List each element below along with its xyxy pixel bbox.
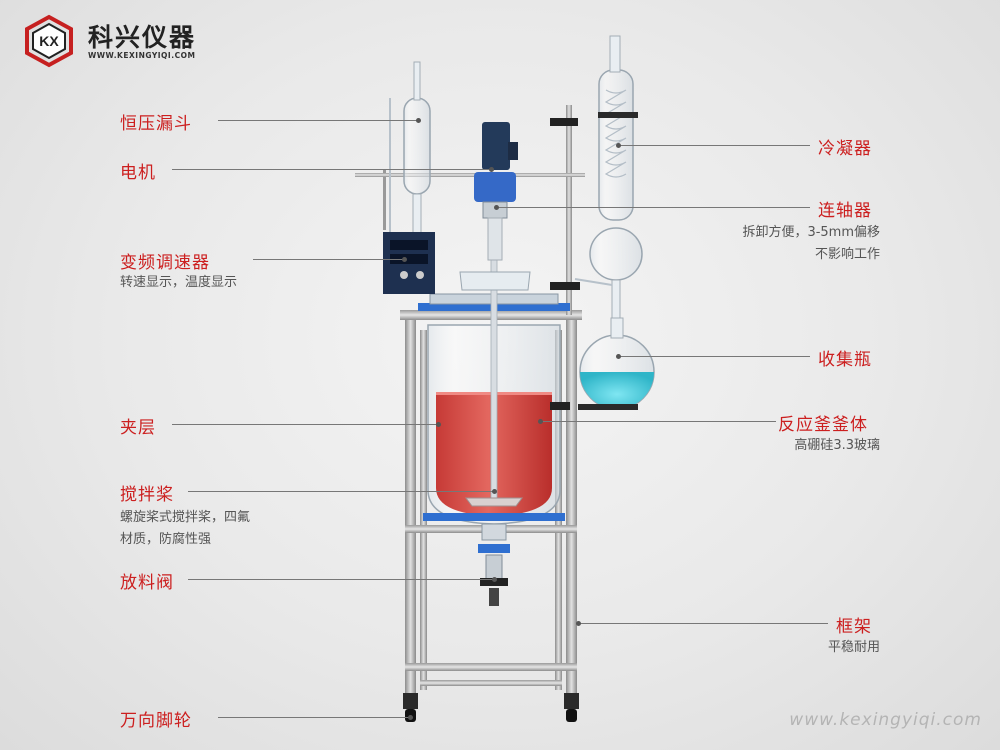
leader-flask — [618, 356, 810, 357]
stirrer-desc-line-1: 螺旋桨式搅拌桨，四氟 — [120, 510, 251, 525]
dot-wheels — [408, 715, 413, 720]
label-inverter-title: 变频调速器 — [120, 253, 210, 273]
coupling-desc-line-1: 拆卸方便，3-5mm偏移 — [742, 225, 880, 240]
leader-condenser — [618, 145, 810, 146]
dot-frame — [576, 621, 581, 626]
leader-coupling — [496, 207, 810, 208]
dot-condenser — [616, 143, 621, 148]
brand-name: 科兴仪器 — [88, 23, 197, 52]
leader-wheels — [218, 717, 410, 718]
leader-inverter — [253, 259, 405, 260]
vessel-desc-line-1: 高硼硅3.3玻璃 — [794, 438, 880, 453]
inverter-desc-line-1: 转速显示，温度显示 — [120, 275, 238, 290]
label-inverter-desc: 转速显示，温度显示 — [120, 272, 237, 294]
leader-valve — [188, 579, 494, 580]
label-jacket-title: 夹层 — [120, 418, 156, 438]
label-flask-title: 收集瓶 — [818, 350, 872, 370]
watermark-url: www.kexingyiqi.com — [789, 710, 982, 730]
dot-flask — [616, 354, 621, 359]
dot-stirrer — [492, 489, 497, 494]
frame-desc-line-1: 平稳耐用 — [827, 640, 880, 655]
leader-jacket — [172, 424, 438, 425]
dot-vessel — [538, 419, 543, 424]
label-frame-title: 框架 — [836, 617, 872, 637]
dot-funnel — [416, 118, 421, 123]
leader-vessel — [540, 421, 776, 422]
dot-motor — [489, 167, 494, 172]
leader-motor — [172, 169, 492, 170]
label-vessel-title: 反应釜釜体 — [778, 415, 868, 435]
label-stirrer-desc: 螺旋桨式搅拌桨，四氟 材质，防腐性强 — [120, 507, 250, 551]
label-valve-title: 放料阀 — [120, 573, 174, 593]
label-coupling-desc: 拆卸方便，3-5mm偏移 不影响工作 — [742, 222, 880, 266]
label-condenser-title: 冷凝器 — [818, 139, 872, 159]
coupling-desc-line-2: 不影响工作 — [814, 247, 880, 262]
dot-coupling — [494, 205, 499, 210]
brand-url: WWW.KEXINGYIQI.COM — [88, 51, 196, 60]
label-stirrer-title: 搅拌桨 — [120, 485, 174, 505]
label-coupling-title: 连轴器 — [818, 201, 872, 221]
label-funnel-title: 恒压漏斗 — [120, 114, 192, 134]
label-frame-desc: 平稳耐用 — [828, 637, 880, 659]
label-wheels-title: 万向脚轮 — [120, 711, 192, 731]
dot-valve — [492, 577, 497, 582]
label-vessel-desc: 高硼硅3.3玻璃 — [794, 435, 880, 457]
label-motor-title: 电机 — [120, 163, 156, 183]
dot-jacket — [436, 422, 441, 427]
leader-funnel — [218, 120, 418, 121]
dot-inverter — [402, 257, 407, 262]
stirrer-desc-line-2: 材质，防腐性强 — [120, 532, 212, 547]
leader-stirrer — [188, 491, 494, 492]
leader-frame — [578, 623, 828, 624]
kx-hexagon-logo: KX — [25, 14, 73, 68]
svg-text:KX: KX — [39, 33, 59, 49]
